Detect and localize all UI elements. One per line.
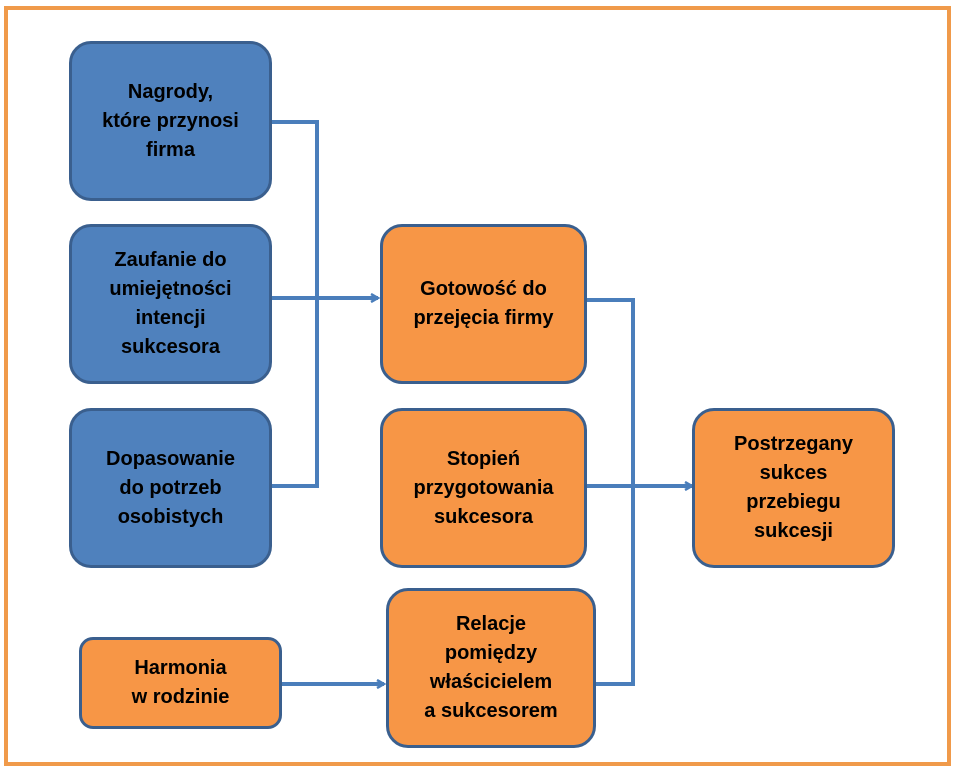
node-trust-label: Zaufanie do umiejętności intencji sukces… [109,249,232,358]
node-harmony-label: Harmonia w rodzinie [131,657,230,708]
node-success-label: Postrzegany sukces przebiegu sukcesji [734,433,853,542]
node-trust: Zaufanie do umiejętności intencji sukces… [69,224,272,384]
node-harmony: Harmonia w rodzinie [79,637,282,729]
connector-relations [595,486,635,686]
node-rewards-label: Nagrody, które przynosi firma [102,80,239,161]
node-relations-label: Relacje pomiędzy właścicielem a sukcesor… [424,613,558,722]
node-readiness-label: Gotowość do przejęcia firmy [413,278,554,329]
connector-fit [272,298,319,488]
connector-rewards [272,120,319,298]
connector-readiness [586,298,635,486]
node-fit: Dopasowanie do potrzeb osobistych [69,408,272,568]
node-relations: Relacje pomiędzy właścicielem a sukcesor… [386,588,596,748]
node-readiness: Gotowość do przejęcia firmy [380,224,587,384]
diagram-frame [4,6,951,766]
node-success: Postrzegany sukces przebiegu sukcesji [692,408,895,568]
node-preparation: Stopień przygotowania sukcesora [380,408,587,568]
node-fit-label: Dopasowanie do potrzeb osobistych [106,447,235,528]
node-rewards: Nagrody, które przynosi firma [69,41,272,201]
node-preparation-label: Stopień przygotowania sukcesora [413,447,554,528]
